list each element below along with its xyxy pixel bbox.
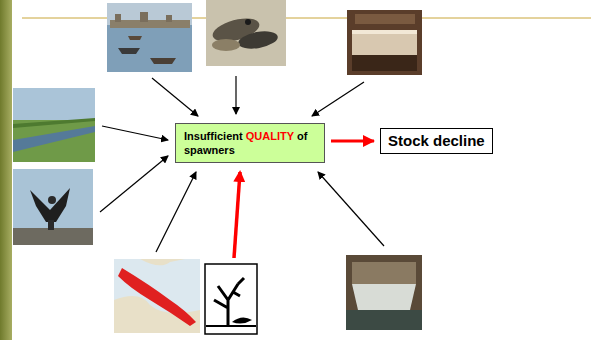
migration-map [114, 259, 200, 333]
box-text: Stock decline [388, 132, 485, 149]
weir-photo [346, 255, 422, 330]
box-text: Insufficient [184, 130, 243, 142]
cause-arrows [100, 76, 384, 252]
river-photo [107, 3, 192, 72]
pollution-symbol [205, 264, 257, 334]
outcome-box: Stock decline [380, 128, 493, 154]
cormorant-photo [13, 169, 93, 245]
tank-photo [347, 10, 422, 75]
pollution-arrow [234, 172, 240, 258]
landscape-photo [13, 88, 95, 162]
box-text: QUALITY [246, 130, 294, 142]
cause-box: InsufficientQUALITYof spawners [175, 123, 325, 163]
flow-arrow [331, 140, 374, 143]
fish-photo [206, 0, 286, 66]
side-bar [0, 0, 12, 340]
